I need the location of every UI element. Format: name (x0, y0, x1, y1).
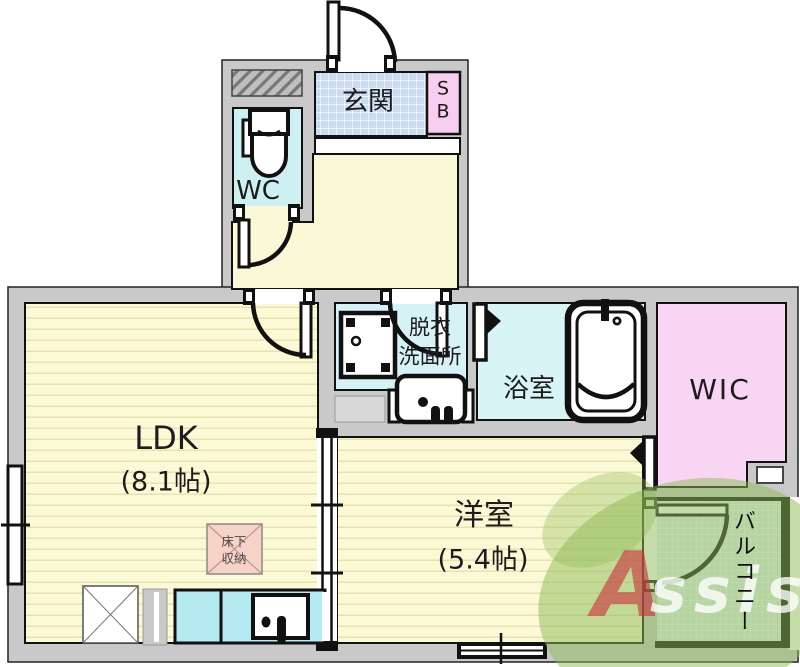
front-door-arc (338, 5, 398, 63)
room-label-genkan: 玄関 (341, 87, 395, 117)
sink-faucet (277, 616, 286, 643)
bathroom-door (472, 302, 488, 362)
room-label-bathroom: 浴室 (502, 374, 556, 404)
bathroom-door-mark (487, 309, 501, 334)
kitchen (82, 585, 328, 646)
wc-door-leaf (237, 218, 251, 269)
room-label-sb-s: S (436, 77, 450, 100)
vanity-sink (387, 373, 475, 425)
wc-door-arc (248, 221, 294, 268)
label-underfloor-1: 床下 (221, 533, 247, 549)
room-label-wc: WC (236, 176, 280, 206)
shoe-box (425, 70, 462, 136)
room-label-ldk: LDK (134, 419, 198, 457)
wc-door-opening (243, 206, 292, 224)
entry-step (314, 137, 461, 155)
room-label-western-room-size: (5.4帖) (437, 544, 529, 576)
hatch-area (231, 69, 303, 97)
underfloor-storage (206, 523, 263, 575)
windows (1, 464, 547, 664)
washroom-counter (334, 395, 386, 423)
room-label-washroom-2: 洗面所 (398, 344, 462, 369)
washroom-door-arc (387, 302, 443, 357)
bathtub (564, 299, 648, 424)
label-underfloor-2: 収納 (221, 550, 247, 566)
washing-machine (338, 310, 398, 380)
room-label-washroom-1: 脱衣 (409, 315, 451, 340)
pipe-space (756, 466, 784, 484)
room-label-sb-b: B (436, 100, 450, 123)
toilet (241, 108, 290, 178)
room-label-wic: WIC (689, 373, 751, 406)
room-label-balcony: バルコニー (730, 509, 755, 635)
front-door-leaf (326, 0, 341, 62)
sink-drain (261, 616, 271, 628)
watermark-letter-a: A (593, 533, 663, 638)
watermark-leaf (538, 472, 800, 667)
ldk-floor (24, 302, 319, 644)
room-label-ldk-size: (8.1帖) (120, 466, 212, 498)
watermark-text: ssist (650, 554, 800, 627)
ldk-door-opening (253, 289, 305, 304)
wic-door-mark (630, 441, 643, 466)
genkan-tile (314, 71, 428, 137)
ldk-door-leaf (299, 301, 313, 359)
room-label-western-room: 洋室 (454, 498, 514, 533)
washroom-door-opening (390, 289, 442, 304)
ldk-door-arc (250, 302, 307, 358)
